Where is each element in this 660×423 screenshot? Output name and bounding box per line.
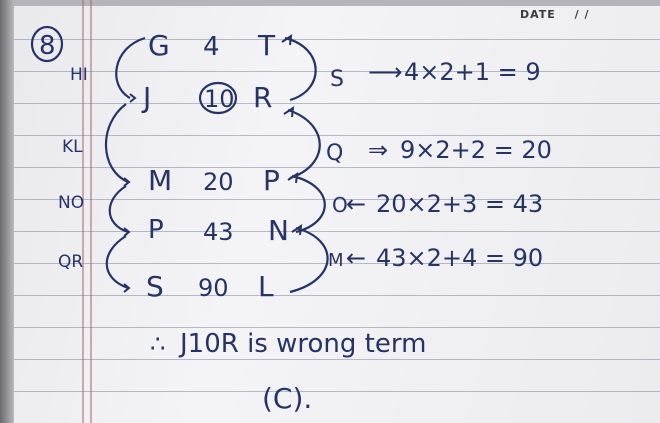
left-arc-2 [104,103,129,184]
left-arc-3-arrowhead [123,227,131,237]
row-3-letter-b: P [263,164,280,197]
left-arc-2-arrowhead [123,177,131,187]
right-arc-3 [291,174,326,234]
date-text: DATE [520,8,556,21]
right-label-2: Q [326,141,343,166]
date-slashes: / / [574,8,590,21]
row-2-number: 10 [204,85,235,113]
right-label-4: M [328,250,344,271]
work-2-text: 9×2+2 = 20 [400,136,552,164]
left-arc-4-arrowhead [123,283,131,293]
left-label-2: KL [62,137,83,157]
row-2-letter-a: J [141,81,151,114]
left-arc-3 [108,185,129,234]
work-3-text: 20×2+3 = 43 [376,190,543,218]
work-3-arrow: ← [346,190,366,218]
left-arc-1-arrowhead [129,93,137,103]
row-3-letter-a: M [148,164,172,197]
question-number-circle [30,25,64,63]
left-label-1: HI [70,65,88,85]
row-1-number: 4 [203,32,220,62]
work-4-text: 43×2+4 = 90 [376,244,543,272]
work-2-arrow: ⇒ [368,136,388,164]
row-4-number: 43 [203,218,234,246]
conclusion-text: J10R is wrong term [178,329,426,359]
right-arc-1-arrowhead [281,33,293,46]
left-label-3: NO [58,193,84,213]
left-arc-4 [105,235,129,290]
row-2-number-circle [198,81,238,115]
work-1-text: 4×2+1 = 9 [404,58,541,86]
question-number: 8 [39,31,56,61]
page-top-edge [0,0,660,6]
row-2-letter-b: R [253,81,272,114]
work-4-arrow: ← [346,244,366,272]
row-5-letter-b: L [258,270,274,303]
margin-line-left [82,0,84,423]
left-arc-1 [115,36,146,99]
right-arc-2 [287,108,321,180]
row-4-letter-b: N [268,214,289,247]
answer-text: (C). [262,382,312,415]
work-1-arrow: ⟶ [368,58,402,86]
row-5-letter-a: S [146,270,164,303]
right-arc-4-arrowhead [291,223,303,236]
row-1-letter-a: G [148,29,170,62]
row-5-number: 90 [198,274,229,302]
right-arc-1 [284,36,317,102]
row-4-letter-a: P [148,215,164,245]
page-left-edge [0,0,14,423]
date-label: DATE / / [520,8,590,21]
right-arc-4 [289,226,329,294]
therefore-symbol: ∴ [150,330,165,358]
row-1-letter-b: T [257,29,276,62]
row-3-number: 20 [203,168,234,196]
right-label-1: S [330,67,344,92]
right-label-3: O [332,193,348,217]
margin-line-right [90,0,92,423]
right-arc-3-arrowhead [287,171,299,184]
right-arc-2-arrowhead [283,105,295,118]
left-label-4: QR [58,252,83,272]
